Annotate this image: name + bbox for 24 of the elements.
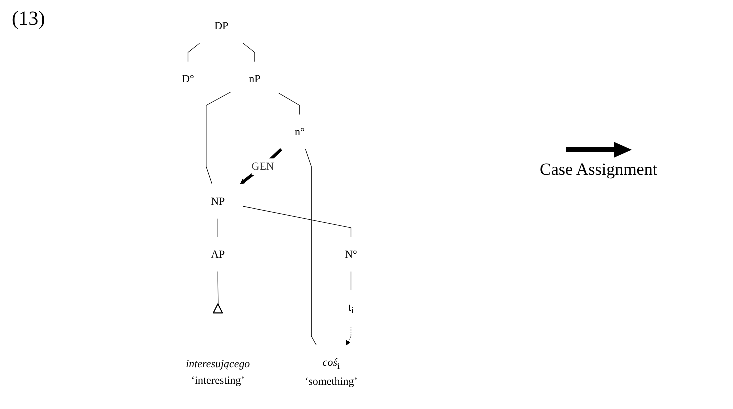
node-text: AP bbox=[211, 248, 226, 260]
node-text: t$_{i}$ bbox=[348, 301, 354, 316]
connector bbox=[206, 92, 232, 184]
node-text: n° bbox=[294, 126, 305, 138]
node-label: ‘interesting’ bbox=[191, 374, 245, 386]
connector bbox=[188, 43, 200, 62]
node-text: D° bbox=[182, 72, 194, 85]
connector bbox=[243, 43, 256, 62]
node-text: N° bbox=[345, 248, 358, 260]
node-text: NP bbox=[211, 195, 226, 208]
connector bbox=[243, 206, 352, 238]
connector bbox=[278, 93, 300, 116]
connector bbox=[218, 272, 219, 305]
connector bbox=[350, 272, 352, 290]
edge-label: GEN bbox=[252, 160, 274, 173]
arrow bbox=[240, 148, 283, 184]
connector bbox=[305, 149, 317, 346]
example-number: (13) bbox=[12, 8, 46, 31]
arrow bbox=[346, 326, 352, 346]
node-label: interesującego bbox=[186, 358, 250, 370]
node-text: coś$_{i}$ ‘something’ bbox=[304, 356, 358, 388]
node-text: nP bbox=[249, 72, 261, 85]
legend-text: Case Assignment bbox=[540, 160, 658, 180]
node-text: DP bbox=[214, 20, 229, 32]
